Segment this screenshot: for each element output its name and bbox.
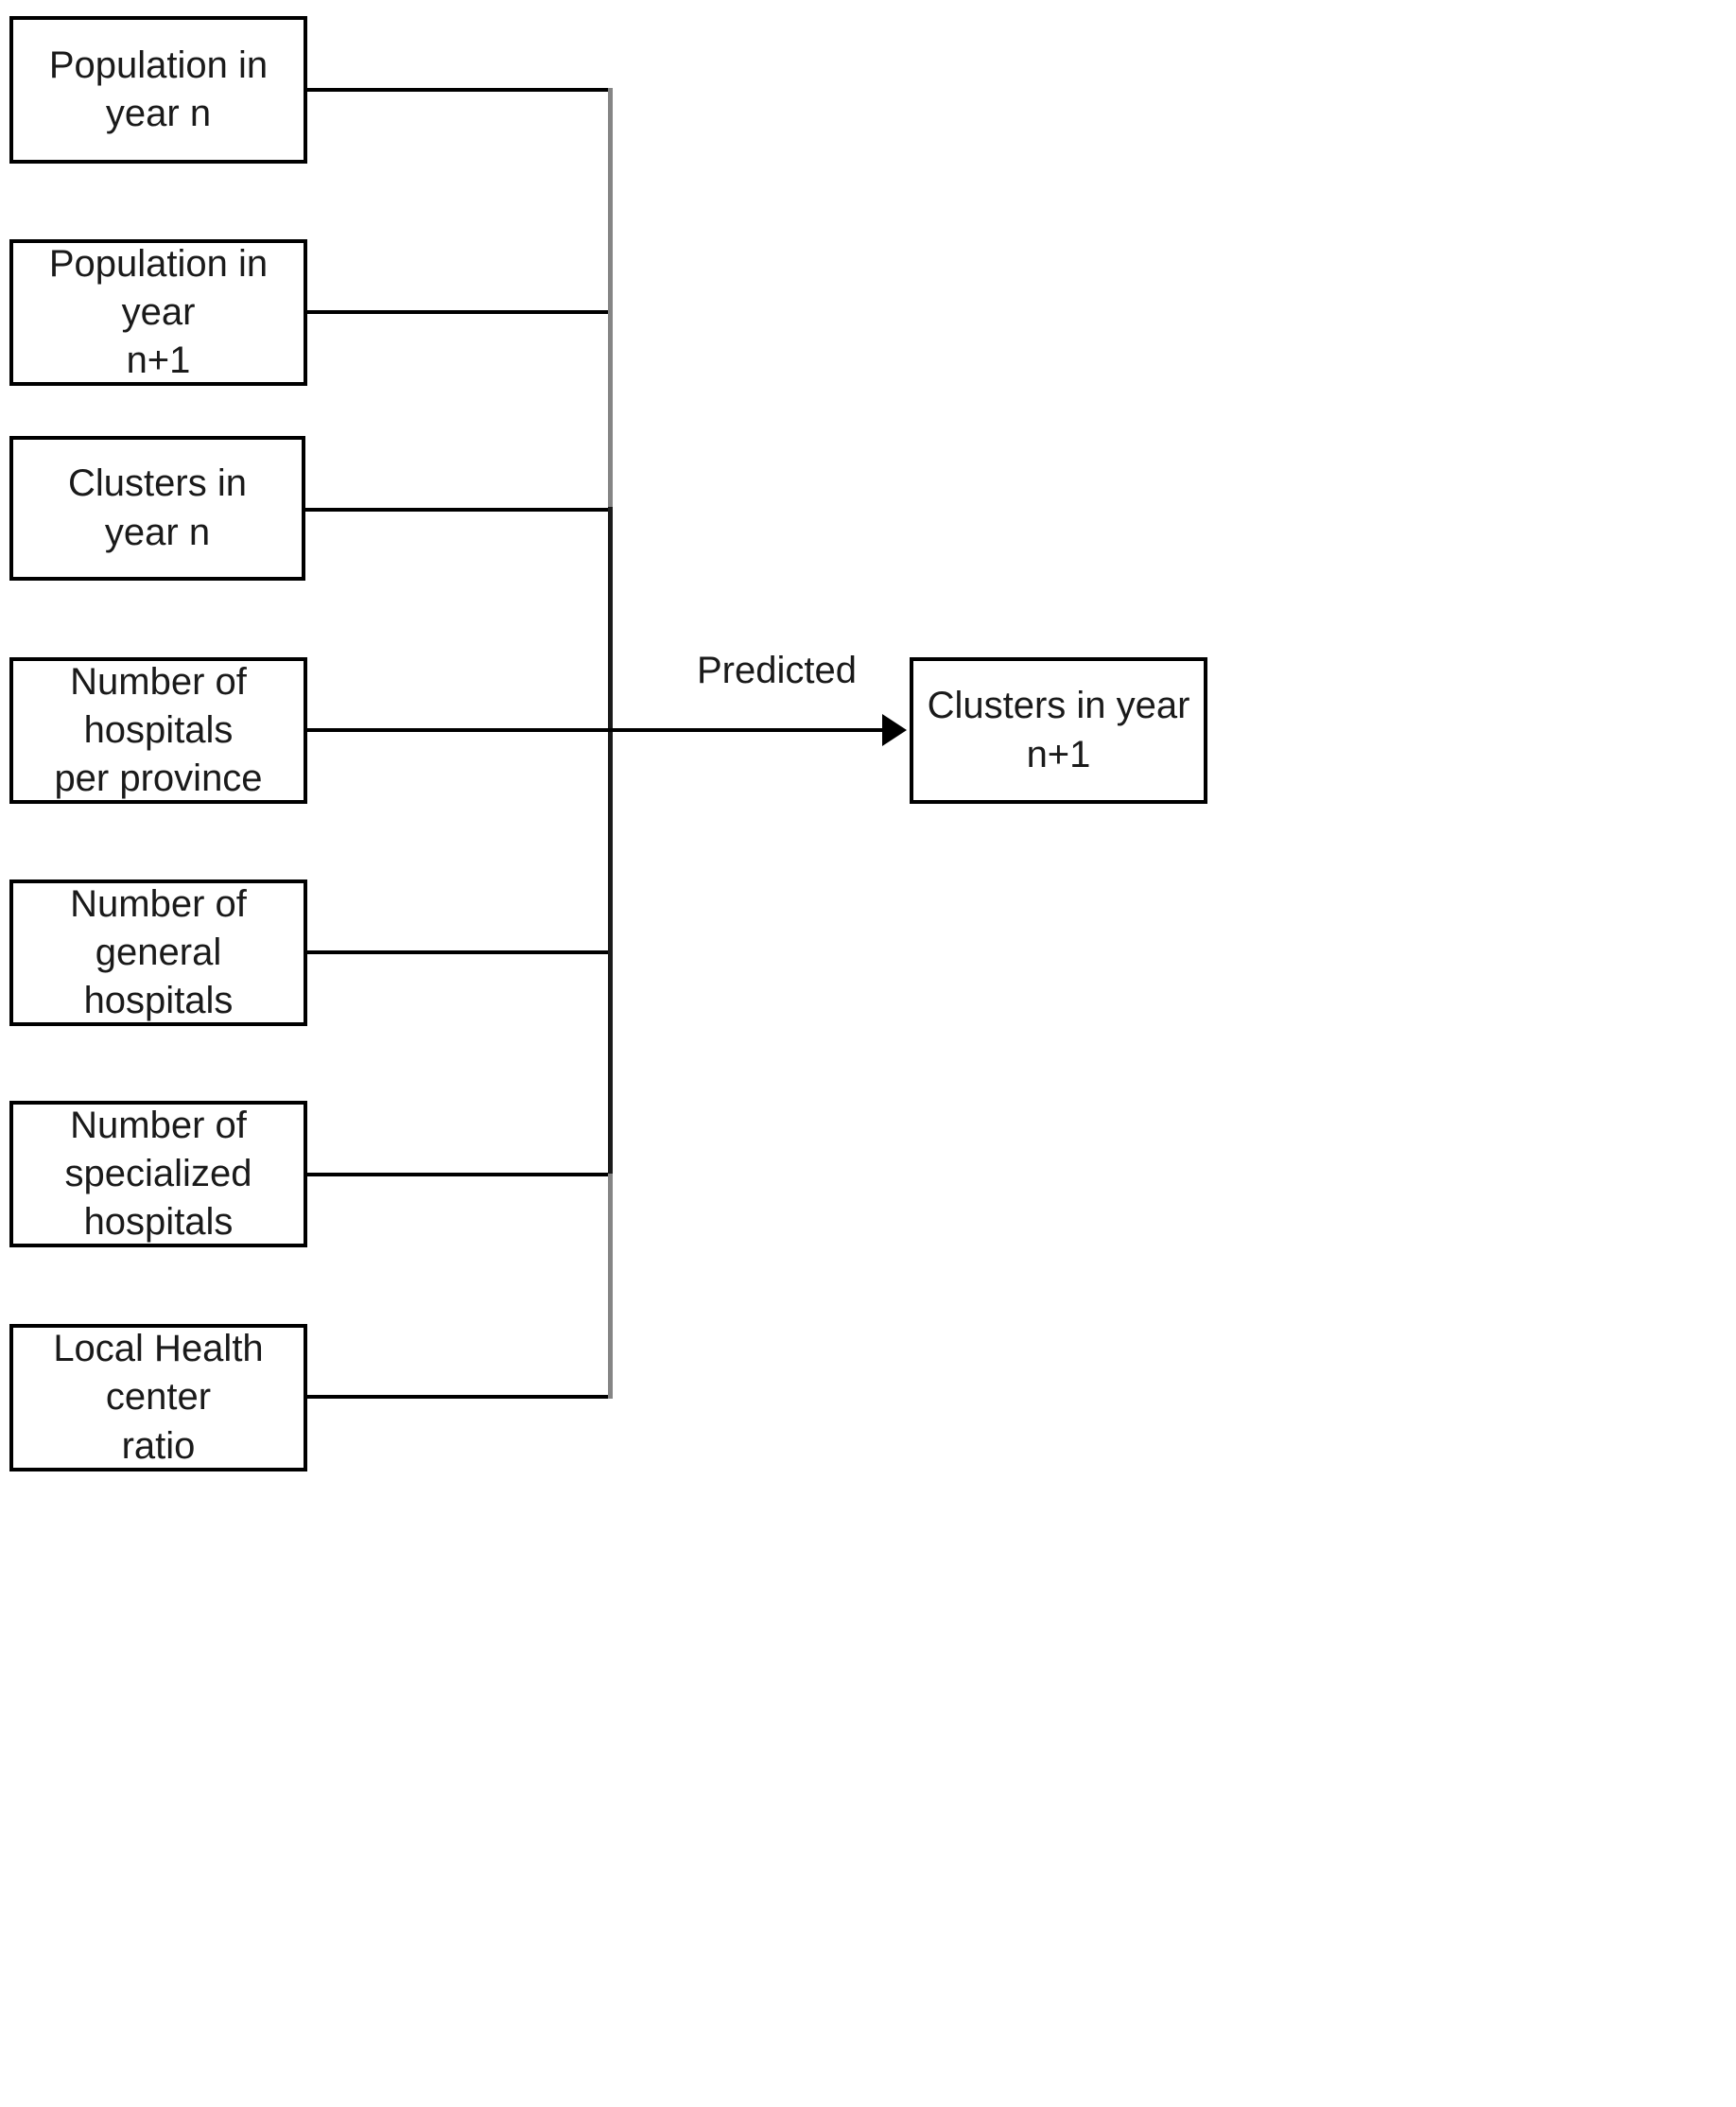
connector-hospitals-per-province [307, 728, 612, 732]
predicted-edge-label: Predicted [697, 650, 857, 691]
connector-local-health-center-ratio [307, 1395, 612, 1399]
input-node-general-hospitals[interactable]: Number of general hospitals [9, 879, 307, 1026]
spine-segment-top [608, 88, 613, 507]
input-node-local-health-center-ratio[interactable]: Local Health center ratio [9, 1324, 307, 1471]
input-node-population-year-n-plus-1[interactable]: Population in year n+1 [9, 239, 307, 386]
input-node-hospitals-per-province[interactable]: Number of hospitals per province [9, 657, 307, 804]
input-node-specialized-hospitals[interactable]: Number of specialized hospitals [9, 1101, 307, 1247]
connector-population-year-n-plus-1 [307, 310, 612, 314]
spine-segment-middle [608, 507, 613, 1175]
output-node-clusters-year-n-plus-1[interactable]: Clusters in year n+1 [910, 657, 1207, 804]
input-node-population-year-n[interactable]: Population in year n [9, 16, 307, 164]
connector-general-hospitals [307, 950, 612, 954]
spine-segment-bottom [608, 1174, 613, 1399]
connector-specialized-hospitals [307, 1173, 612, 1176]
predicted-arrow-line [608, 728, 882, 732]
connector-population-year-n [307, 88, 612, 92]
input-node-clusters-year-n[interactable]: Clusters in year n [9, 436, 305, 581]
predicted-arrow-head [882, 714, 907, 746]
connector-clusters-year-n [305, 508, 612, 512]
